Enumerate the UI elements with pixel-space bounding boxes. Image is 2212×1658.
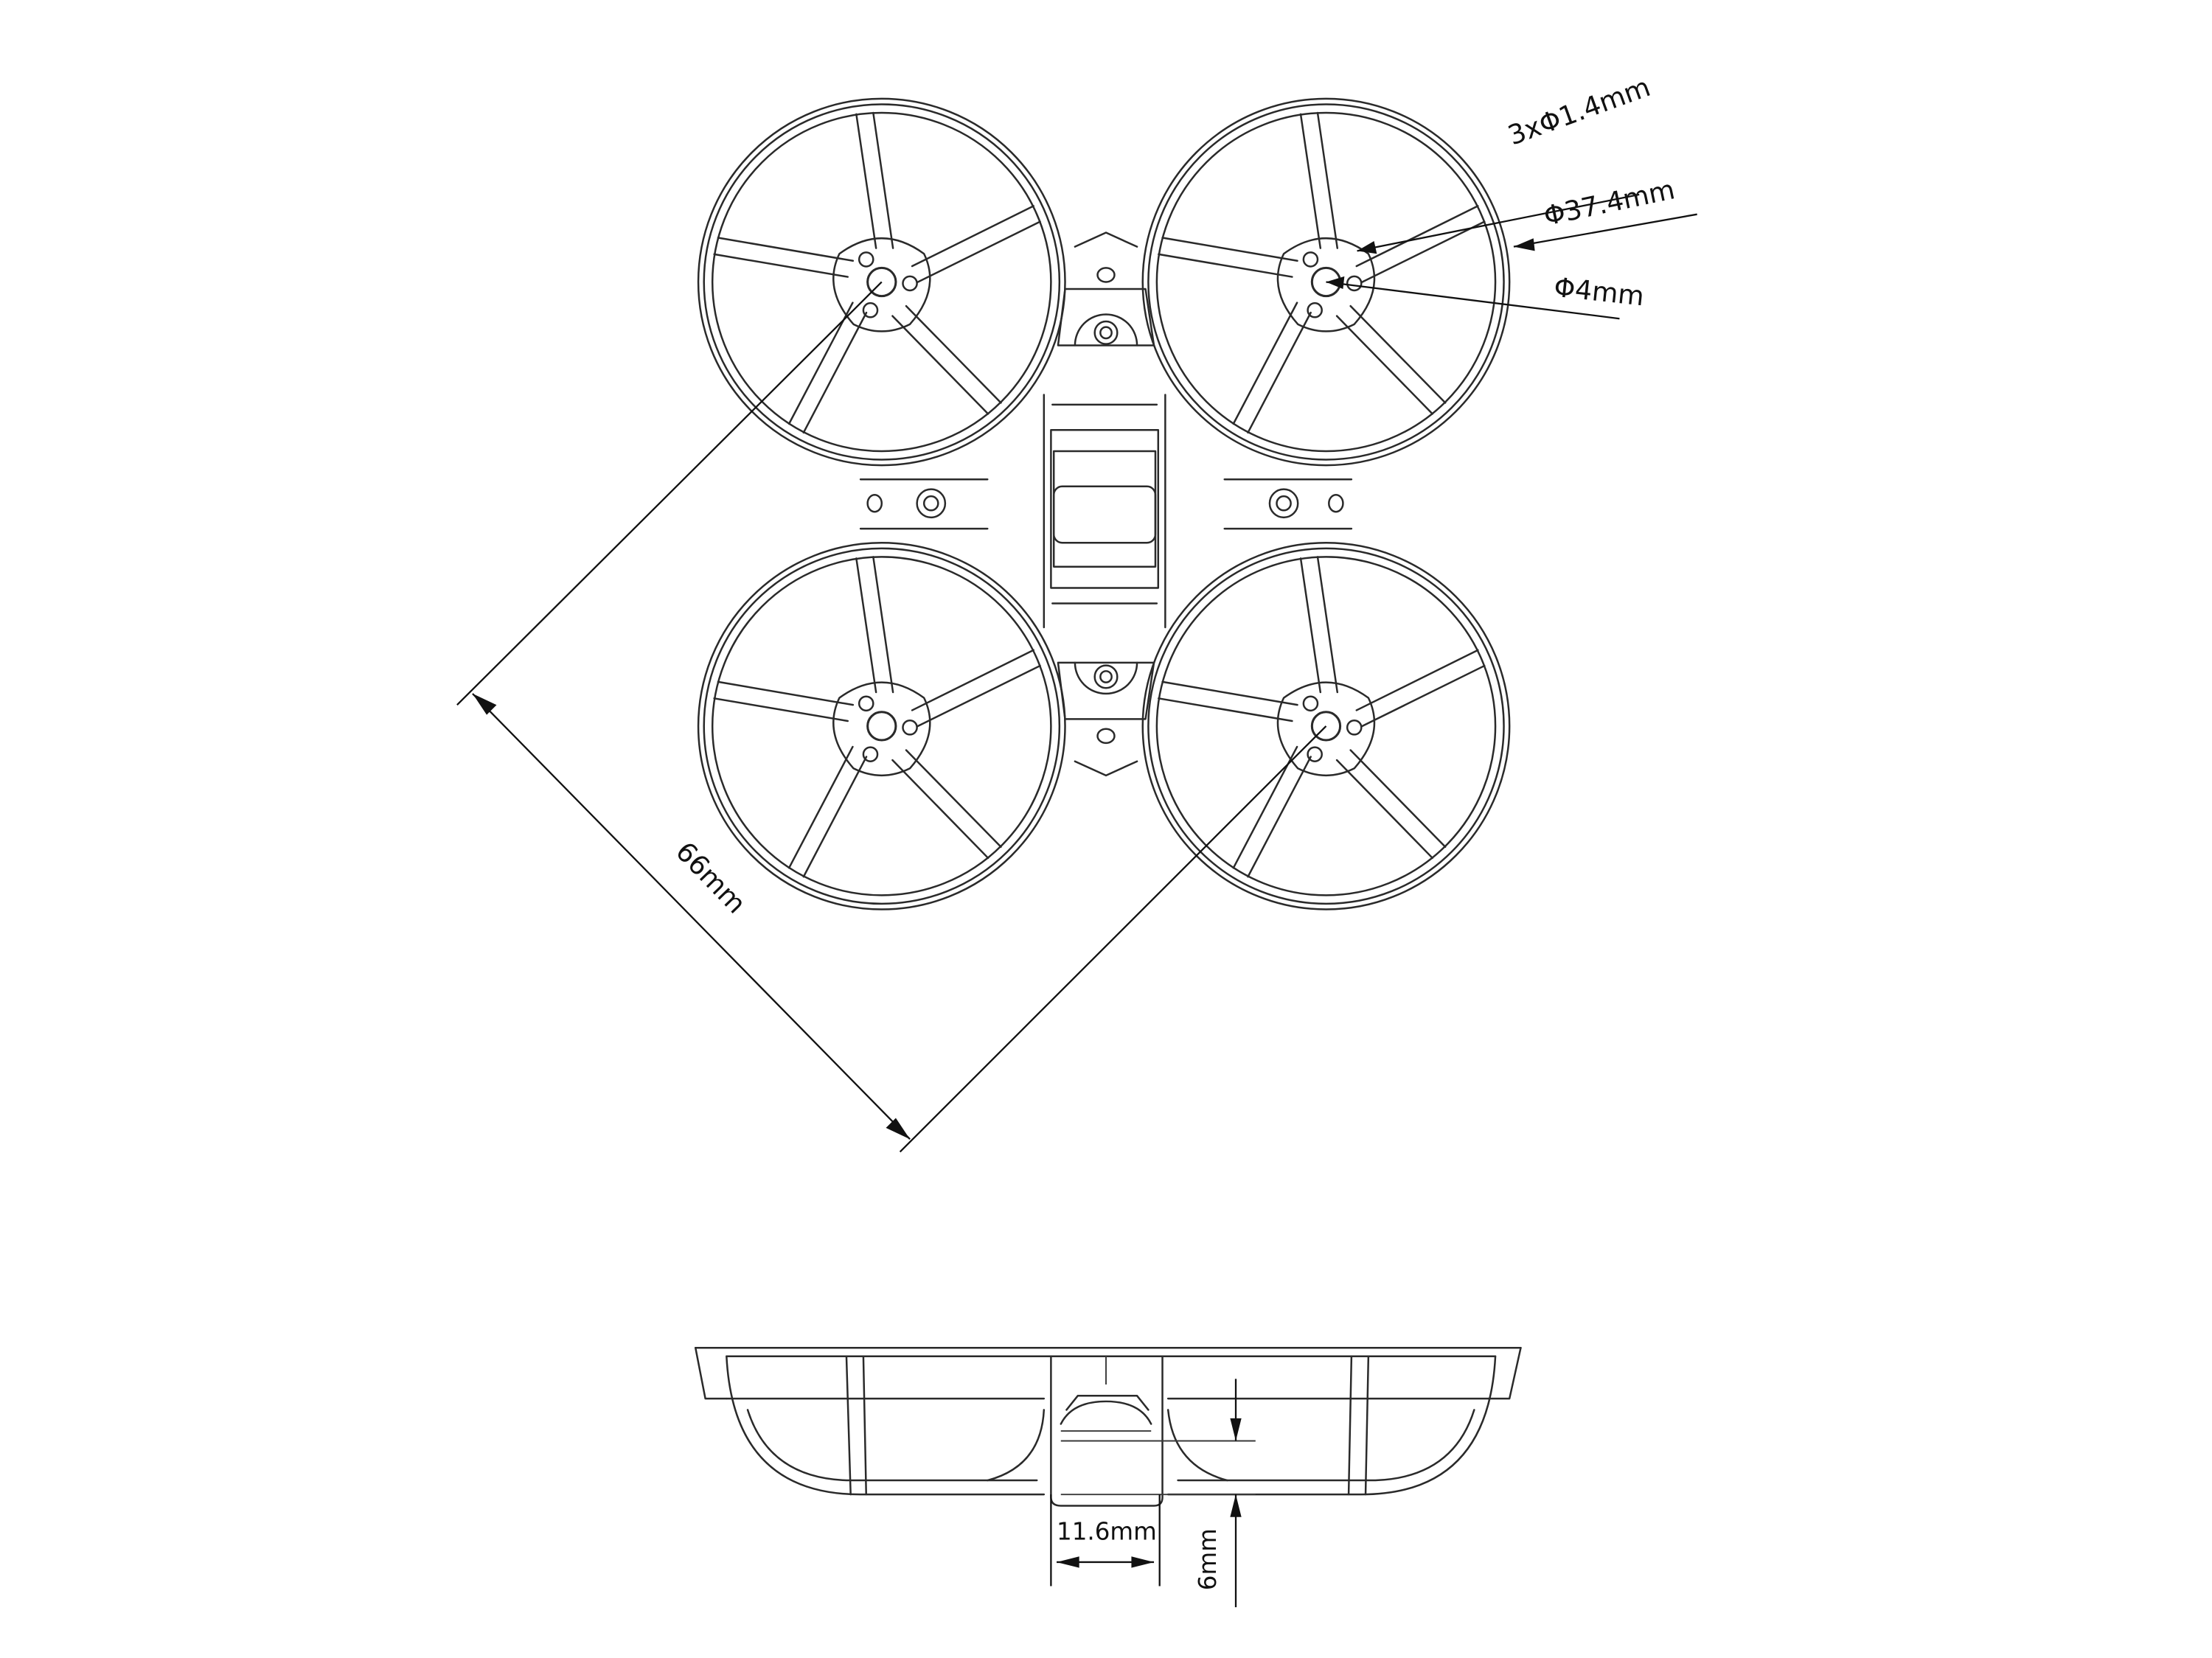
annotation-screw-holes: 3xΦ1.4mm <box>1357 71 1655 254</box>
duct-front-right <box>1143 99 1509 465</box>
duct-diameter-label: Φ37.4mm <box>1541 173 1677 232</box>
center-body <box>859 231 1353 777</box>
top-view: 3xΦ1.4mm Φ37.4mm Φ4mm 66mm <box>456 71 1697 1153</box>
side-view: 11.6mm 6mm <box>694 1347 1522 1608</box>
annotation-camera-width: 11.6mm <box>1050 1494 1161 1586</box>
annotation-duct-diameter: Φ37.4mm <box>1513 173 1697 251</box>
duct-rear-left <box>698 543 1065 909</box>
annotation-height: 6mm <box>1194 1379 1242 1608</box>
shaft-hole-label: Φ4mm <box>1553 271 1646 313</box>
camera-width-label: 11.6mm <box>1057 1517 1157 1545</box>
height-label: 6mm <box>1194 1528 1222 1590</box>
screw-holes-label: 3xΦ1.4mm <box>1503 71 1654 151</box>
